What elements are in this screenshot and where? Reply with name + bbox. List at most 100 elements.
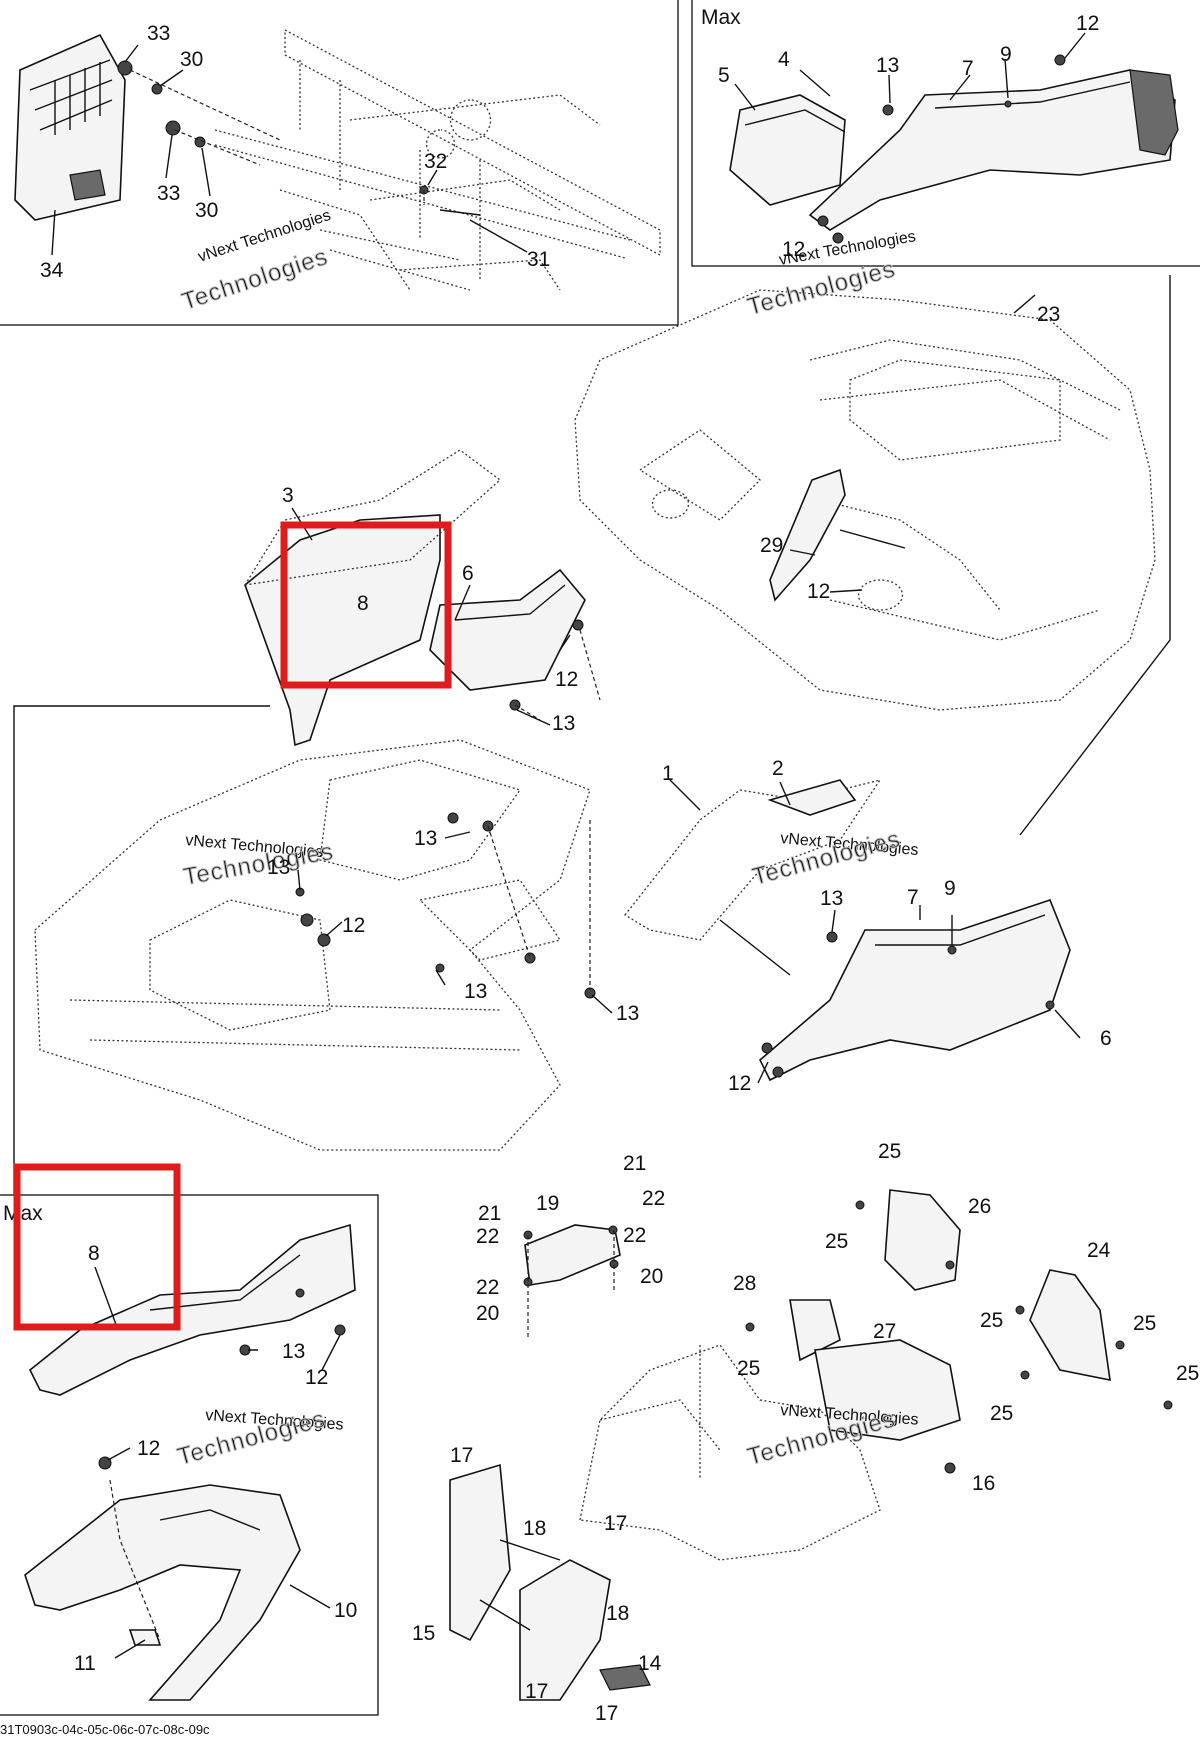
callout-12: 12: [782, 238, 805, 261]
watermark-line-2: Technologies: [745, 255, 899, 320]
callout-13: 13: [414, 827, 437, 850]
callout-26: 26: [968, 1195, 991, 1218]
callout-4: 4: [778, 48, 790, 71]
callout-8: 8: [357, 592, 369, 615]
callout-12: 12: [807, 580, 830, 603]
callout-10: 10: [334, 1599, 357, 1622]
inset-title-bottom-left: Max: [3, 1202, 43, 1225]
arrow-1: [839, 529, 906, 549]
arrow-3: [719, 919, 791, 976]
callout-25: 25: [878, 1140, 901, 1163]
callout-18: 18: [523, 1517, 546, 1540]
top-left-inset-frame: [0, 0, 679, 326]
callout-21: 21: [623, 1152, 646, 1175]
diagram-reference-code: 31T0903c-04c-05c-06c-07c-08c-09c: [0, 1722, 210, 1737]
callout-34: 34: [40, 259, 64, 282]
callout-13: 13: [282, 1340, 305, 1363]
bottom-left-inset-frame: [0, 1194, 379, 1716]
callout-31: 31: [527, 248, 550, 271]
callout-15: 15: [412, 1622, 435, 1645]
side-panel-assy-left: [243, 449, 601, 747]
bumper-part-14: [449, 1463, 651, 1701]
callout-30: 30: [180, 48, 203, 71]
callout-13: 13: [552, 712, 575, 735]
side-panel-7-main: [624, 778, 1071, 1082]
callout-29: 29: [760, 534, 783, 557]
rear-storage-bin-34: [14, 33, 126, 221]
callout-8: 8: [88, 1242, 100, 1265]
callout-24: 24: [1087, 1239, 1111, 1262]
top-left-hardware: [117, 60, 481, 216]
callout-12: 12: [137, 1437, 160, 1460]
part-10-rear-panel: [24, 1456, 301, 1701]
callout-20: 20: [476, 1302, 499, 1325]
callout-22: 22: [476, 1225, 499, 1248]
inset-title-top-right: Max: [701, 6, 741, 29]
callout-13: 13: [876, 54, 899, 77]
part-8-max: [28, 1223, 356, 1396]
callout-21: 21: [478, 1202, 501, 1225]
main-view-bracket: [13, 705, 270, 1195]
callout-12: 12: [555, 668, 578, 691]
callout-17: 17: [604, 1512, 627, 1535]
callout-6: 6: [1100, 1027, 1112, 1050]
callout-7: 7: [907, 886, 919, 909]
callout-25: 25: [980, 1309, 1003, 1332]
lower-frame-dotted: [579, 1344, 881, 1561]
callout-16: 16: [972, 1472, 995, 1495]
callout-12: 12: [1076, 12, 1099, 35]
callout-20: 20: [640, 1265, 663, 1288]
callout-27: 27: [873, 1320, 896, 1343]
callout-5: 5: [718, 64, 730, 87]
callout-33: 33: [147, 22, 170, 45]
rear-frame-drawing: [214, 28, 661, 291]
callout-19: 19: [536, 1192, 559, 1215]
callout-32: 32: [424, 150, 447, 173]
arrow-2: [1019, 275, 1171, 836]
side-panel-7-max: [808, 69, 1179, 231]
callout-25: 25: [990, 1402, 1013, 1425]
top-right-inset-frame: [691, 0, 1200, 267]
part-5-panel: [729, 94, 846, 206]
callout-3: 3: [282, 484, 294, 507]
callout-22: 22: [623, 1224, 646, 1247]
callout-17: 17: [595, 1702, 618, 1725]
rear-fender-main: [574, 289, 1156, 711]
callout-25: 25: [737, 1357, 760, 1380]
callout-30: 30: [195, 199, 218, 222]
callout-13: 13: [464, 980, 487, 1003]
callout-1: 1: [662, 762, 674, 785]
callout-22: 22: [642, 1187, 665, 1210]
callout-28: 28: [733, 1272, 756, 1295]
callout-12: 12: [305, 1366, 328, 1389]
callout-25: 25: [825, 1230, 848, 1253]
callout-2: 2: [772, 757, 784, 780]
callout-6: 6: [462, 562, 474, 585]
callout-18: 18: [606, 1602, 629, 1625]
callout-12: 12: [728, 1072, 751, 1095]
highlight-box-part-8-main: [280, 521, 452, 689]
callout-11: 11: [74, 1652, 96, 1675]
callout-13: 13: [616, 1002, 639, 1025]
callout-13: 13: [267, 856, 290, 879]
callout-9: 9: [1000, 43, 1012, 66]
callout-7: 7: [962, 57, 974, 80]
callout-14: 14: [638, 1652, 662, 1675]
guard-part-19: [523, 1224, 621, 1340]
callout-23: 23: [1037, 303, 1060, 326]
callout-17: 17: [450, 1444, 473, 1467]
callout-33: 33: [157, 182, 180, 205]
callout-25: 25: [1133, 1312, 1156, 1335]
callout-labels: 33 30 33 30 32 31 34 12 5 4 13 7 9 12 23…: [40, 12, 1199, 1725]
callout-9: 9: [944, 877, 956, 900]
highlight-box-part-8-max: [13, 1163, 181, 1331]
top-right-hardware: [817, 54, 1066, 244]
callout-22: 22: [476, 1276, 499, 1299]
callout-25: 25: [1176, 1362, 1199, 1385]
callout-13: 13: [820, 887, 843, 910]
rear-fender-lower-view: [34, 739, 596, 1151]
callout-12: 12: [342, 914, 365, 937]
callout-17: 17: [525, 1680, 548, 1703]
bracket-parts-24-28: [745, 1189, 1173, 1474]
